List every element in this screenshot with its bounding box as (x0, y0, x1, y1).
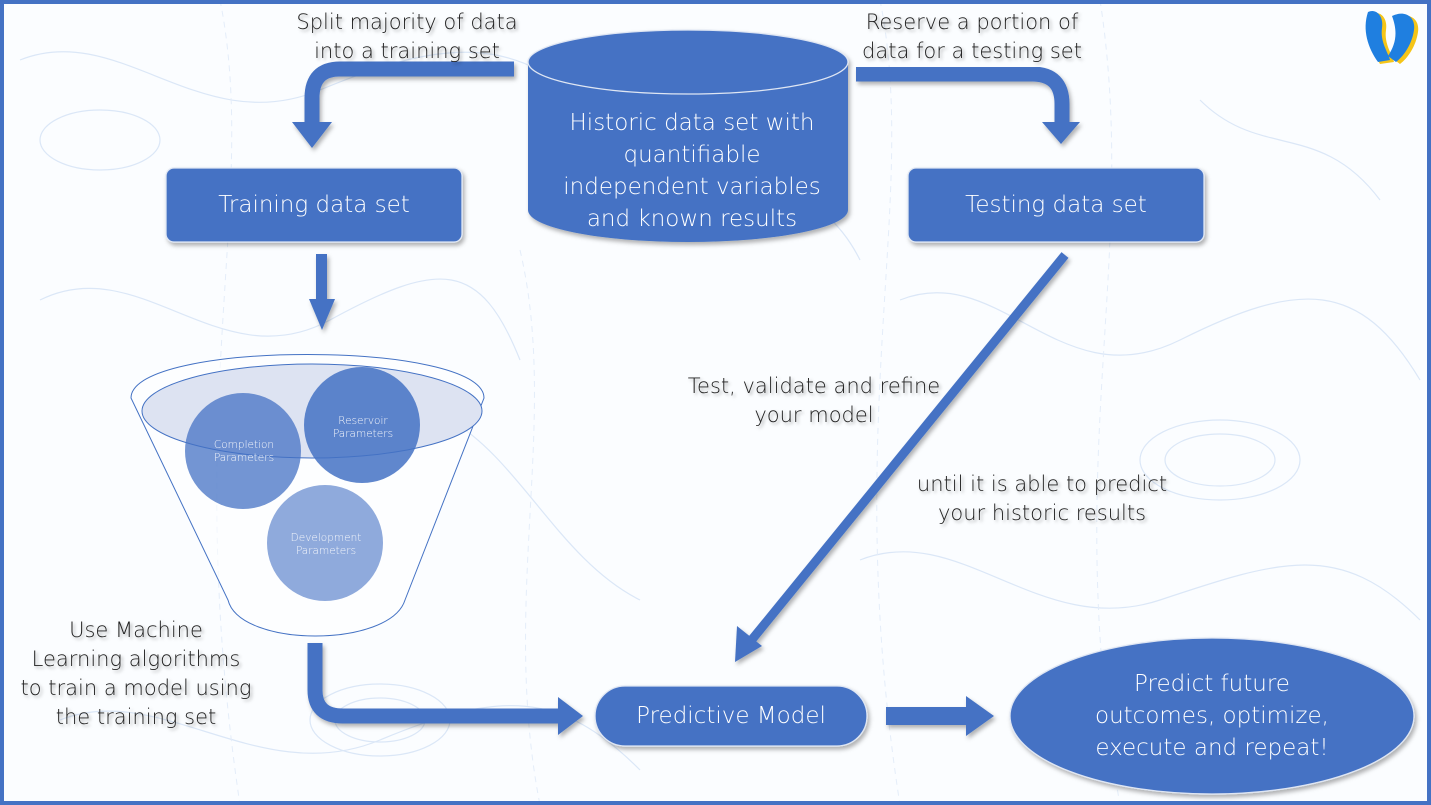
company-logo-icon (1365, 10, 1419, 65)
outcome-arrow (886, 696, 994, 736)
split-label: Split majority of data into a training s… (296, 10, 518, 63)
funnel (130, 354, 485, 637)
test-label: Test, validate and refine your model (687, 374, 941, 427)
development-parameters-circle[interactable] (267, 485, 383, 601)
historic-data-text: Historic data set with quantifiable inde… (563, 110, 821, 232)
reservoir-parameters-circle[interactable] (304, 367, 420, 483)
ml-label: Use Machine Learning algorithms to train… (20, 618, 252, 729)
training-data-set-box[interactable] (165, 167, 463, 243)
validation-arrow (735, 252, 1069, 662)
testing-data-set-box[interactable] (907, 167, 1205, 243)
training-down-arrow (309, 254, 335, 330)
historic-data-cylinder[interactable] (527, 29, 849, 242)
predictive-model-label: Predictive Model (636, 703, 826, 729)
until-label: until it is able to predict your histori… (916, 472, 1168, 525)
predict-future-label: Predict future outcomes, optimize, execu… (1095, 671, 1329, 761)
completion-parameters-circle[interactable] (185, 393, 301, 509)
development-parameters-label: Development Parameters (290, 532, 362, 557)
testing-data-set-label: Testing data set (965, 192, 1147, 218)
reserve-arrow (856, 66, 1080, 144)
predictive-model-pill[interactable] (594, 685, 868, 747)
reservoir-parameters-label: Reservoir Parameters (332, 415, 394, 440)
predict-future-ellipse[interactable] (1009, 637, 1415, 795)
split-arrow (292, 61, 514, 148)
ml-arrow (307, 643, 583, 735)
training-data-set-label: Training data set (218, 192, 410, 218)
reserve-label: Reserve a portion of data for a testing … (862, 10, 1082, 63)
completion-parameters-label: Completion Parameters (213, 439, 275, 464)
